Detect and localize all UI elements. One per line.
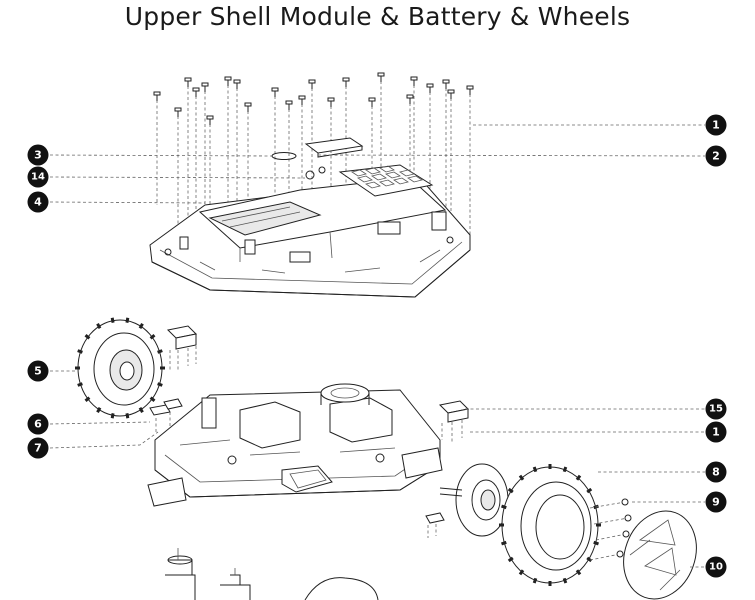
tread-lug bbox=[532, 577, 538, 584]
screw bbox=[410, 76, 418, 81]
callout-label: 9 bbox=[712, 496, 720, 509]
screw bbox=[201, 82, 209, 87]
callout-label: 6 bbox=[34, 418, 42, 431]
callout-label: 14 bbox=[31, 172, 45, 183]
tread-lug bbox=[575, 569, 582, 576]
screw bbox=[342, 77, 350, 82]
screw bbox=[192, 87, 200, 92]
screw bbox=[206, 115, 214, 120]
callout-10: 10 bbox=[705, 556, 727, 578]
callout-15: 15 bbox=[705, 398, 727, 420]
hub-cap bbox=[623, 510, 697, 600]
right-wheel bbox=[499, 464, 601, 586]
callout-label: 1 bbox=[712, 119, 720, 132]
right-brackets bbox=[438, 400, 470, 442]
tread-lug bbox=[562, 466, 568, 473]
screw bbox=[447, 89, 455, 94]
tread-lug bbox=[96, 323, 102, 329]
screw bbox=[426, 83, 434, 88]
callout-1-bottom: 1 bbox=[705, 421, 727, 443]
screw bbox=[285, 100, 293, 105]
tread-lug bbox=[157, 382, 163, 387]
tread-lug bbox=[507, 487, 514, 494]
tread-lug bbox=[593, 540, 599, 546]
tread-lug bbox=[518, 569, 525, 576]
callout-label: 15 bbox=[709, 404, 723, 415]
tread-lug bbox=[77, 382, 83, 387]
leader-lines bbox=[49, 124, 706, 568]
callout-4: 4 bbox=[27, 191, 49, 213]
chassis-assembly bbox=[147, 383, 443, 507]
callout-label: 8 bbox=[712, 466, 720, 479]
o-ring bbox=[271, 152, 297, 160]
screw bbox=[244, 102, 252, 107]
tread-lug bbox=[586, 556, 593, 563]
callout-8: 8 bbox=[705, 461, 727, 483]
screw bbox=[174, 107, 182, 112]
screw bbox=[368, 97, 376, 102]
diagram-title: Upper Shell Module & Battery & Wheels bbox=[124, 2, 631, 31]
tread-lug bbox=[110, 317, 115, 323]
screw bbox=[442, 79, 450, 84]
tread-lug bbox=[562, 577, 568, 584]
tread-lug bbox=[125, 317, 130, 323]
tread-lug bbox=[149, 396, 156, 402]
callout-label: 1 bbox=[712, 426, 720, 439]
screw bbox=[298, 95, 306, 100]
screw bbox=[184, 77, 192, 82]
tread-lug bbox=[138, 323, 144, 329]
screw bbox=[233, 79, 241, 84]
tread-lug bbox=[96, 407, 102, 413]
screw bbox=[308, 79, 316, 84]
lower-parts-partial bbox=[165, 548, 379, 600]
callout-5: 5 bbox=[27, 360, 49, 382]
callout-label: 2 bbox=[712, 150, 720, 163]
tread-lug bbox=[84, 334, 91, 340]
tread-lug bbox=[532, 466, 538, 473]
callout-label: 10 bbox=[709, 562, 723, 573]
screw bbox=[271, 87, 279, 92]
callout-9: 9 bbox=[705, 491, 727, 513]
callout-label: 3 bbox=[34, 149, 42, 162]
callout-label: 5 bbox=[34, 365, 42, 378]
callout-3: 3 bbox=[27, 144, 49, 166]
callout-14: 14 bbox=[27, 166, 49, 188]
callout-label: 4 bbox=[34, 196, 42, 209]
screw bbox=[224, 76, 232, 81]
tread-lug bbox=[77, 349, 83, 354]
callout-label: 7 bbox=[34, 442, 42, 455]
callout-1-top: 1 bbox=[705, 114, 727, 136]
callout-6: 6 bbox=[27, 413, 49, 435]
upper-shell bbox=[149, 164, 471, 298]
cover-plate bbox=[304, 137, 364, 158]
tread-lug bbox=[575, 474, 582, 481]
tread-lug bbox=[138, 407, 144, 413]
tread-lug bbox=[110, 413, 115, 419]
tread-lug bbox=[518, 474, 525, 481]
tread-lug bbox=[501, 504, 507, 510]
tread-lug bbox=[501, 540, 507, 546]
screw bbox=[406, 94, 414, 99]
tread-lug bbox=[125, 413, 130, 419]
screw bbox=[153, 91, 161, 96]
tread-lug bbox=[586, 487, 593, 494]
tread-lug bbox=[157, 349, 163, 354]
left-brackets bbox=[166, 325, 198, 372]
tread-lug bbox=[507, 556, 514, 563]
tread-lug bbox=[149, 334, 156, 340]
screw bbox=[377, 72, 385, 77]
screw bbox=[327, 97, 335, 102]
left-small-brackets bbox=[149, 398, 183, 432]
callout-2: 2 bbox=[705, 145, 727, 167]
screw bbox=[466, 85, 474, 90]
wheel-screws bbox=[589, 498, 632, 561]
left-wheel bbox=[75, 317, 165, 419]
right-hub bbox=[425, 463, 509, 538]
callout-7: 7 bbox=[27, 437, 49, 459]
tread-lug bbox=[84, 396, 91, 402]
